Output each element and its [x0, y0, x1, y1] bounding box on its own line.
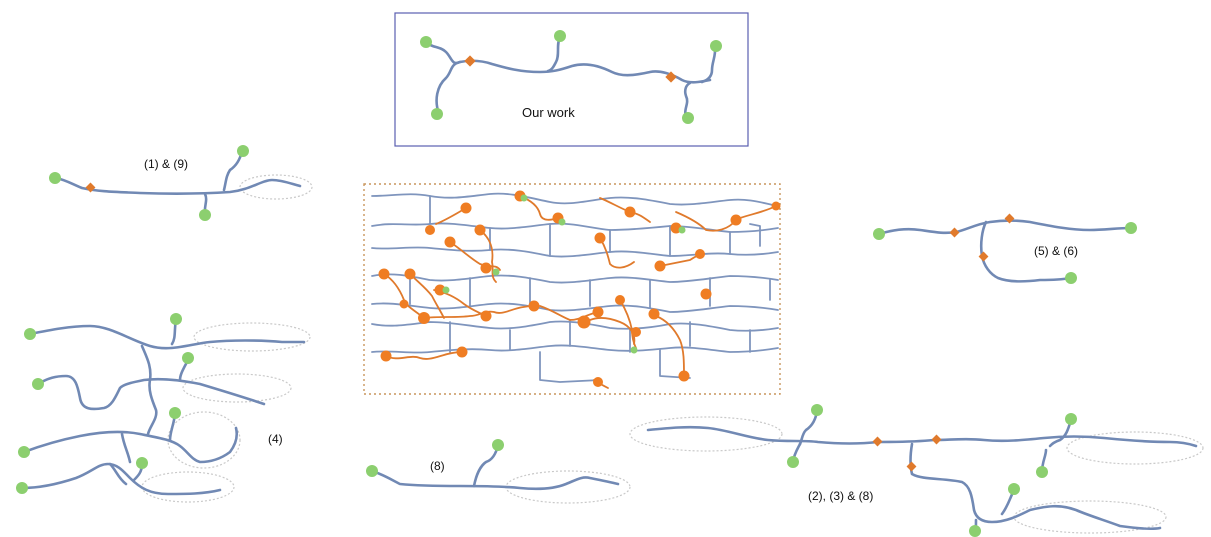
panel-8: (8) [366, 439, 631, 504]
network-panel [363, 183, 781, 395]
our-work-box [394, 12, 749, 147]
panel-2-3-8: (2), (3) & (8) [629, 404, 1204, 537]
network-box [363, 183, 781, 395]
our-work-label: Our work [522, 105, 575, 120]
panel-1-9: (1) & (9) [49, 145, 313, 221]
panel-5-6: (5) & (6) [873, 213, 1137, 284]
network-backbones [371, 192, 779, 383]
our-work-panel: Our work [394, 12, 749, 147]
panel-2-3-8-label: (2), (3) & (8) [808, 489, 873, 503]
panel-1-9-label: (1) & (9) [144, 157, 188, 171]
panel-4: (4) [16, 313, 311, 503]
panel-4-label: (4) [268, 432, 283, 446]
network-beads [378, 190, 781, 387]
panel-8-label: (8) [430, 459, 445, 473]
panel-5-6-label: (5) & (6) [1034, 244, 1078, 258]
